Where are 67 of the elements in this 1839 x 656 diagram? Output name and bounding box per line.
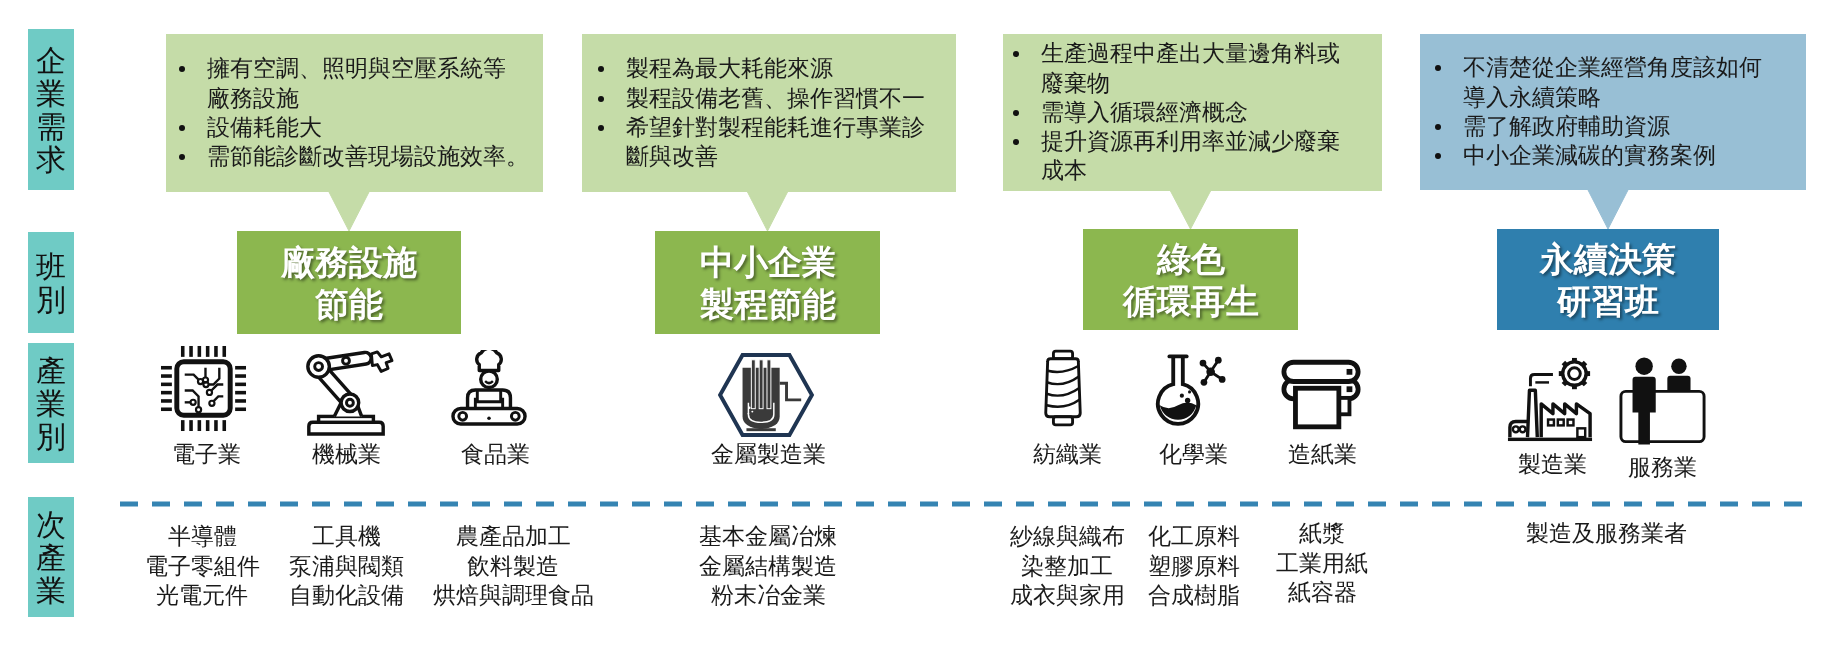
bullet-text: 需導入循環經濟概念 <box>1041 97 1249 127</box>
sub-industry-label: 染整加工 <box>1021 551 1113 580</box>
callout-pointer <box>1587 189 1629 230</box>
speech-bubble <box>1003 34 1382 191</box>
bullet-text: 製程設備老舊、操作習慣不一 <box>626 83 926 113</box>
row-header <box>28 497 74 617</box>
sub-industry-label: 塑膠原料 <box>1148 551 1240 580</box>
sub-industry-label: 光電元件 <box>156 580 248 610</box>
bullet-text: 製程為最大耗能來源 <box>626 54 834 84</box>
sub-industry-label: 泵浦與閥類 <box>288 551 404 580</box>
callout-pointer <box>1170 190 1211 230</box>
callout-pointer <box>747 191 788 232</box>
class-box <box>655 231 880 334</box>
bullet-text: 不清楚從企業經營角度該如何導入永續策略 <box>1463 53 1763 112</box>
row-header-text: 產業別 <box>36 353 66 453</box>
speech-bubble <box>582 34 956 192</box>
bullet-text: 提升資源再利用率並減少廢棄成本 <box>1041 127 1341 186</box>
industry-label: 造紙業 <box>1287 439 1357 469</box>
class-box <box>237 231 461 334</box>
sub-industry-label: 工具機 <box>311 521 381 551</box>
industry-label: 紡織業 <box>1032 439 1102 469</box>
row-header <box>28 232 74 333</box>
row-header <box>28 343 74 463</box>
industry-label: 服務業 <box>1627 452 1697 482</box>
sub-industry-label: 烘焙與調理食品 <box>432 580 594 610</box>
bullet-text: 生產過程中產出大量邊角料或廢棄物 <box>1041 39 1341 98</box>
industry-label: 機械業 <box>311 439 381 469</box>
sub-industry-label: 電子零組件 <box>144 551 260 580</box>
bullet-text: 希望針對製程能耗進行專業診斷與改善 <box>626 113 926 172</box>
sub-industry-label: 基本金屬冶煉 <box>699 521 837 551</box>
class-box <box>1497 229 1719 330</box>
sub-industry-label: 紗線與織布 <box>1009 521 1125 551</box>
industry-label: 化學業 <box>1158 439 1228 469</box>
row-header <box>28 29 74 190</box>
bullet-text: 需了解政府輔助資源 <box>1463 112 1671 141</box>
sub-industry-label: 農產品加工 <box>455 521 571 551</box>
sub-industry-label: 紙容器 <box>1287 577 1357 607</box>
row-header-text: 企業需求 <box>36 43 66 176</box>
speech-bubble <box>1420 34 1806 190</box>
class-title: 永續決策研習班 <box>1540 237 1676 322</box>
industry-label: 食品業 <box>460 439 530 469</box>
sub-industry-label: 飲料製造 <box>467 551 559 580</box>
bullet-text: 擁有空調、照明與空壓系統等廠務設施 <box>207 54 507 113</box>
bullet-text: 中小企業減碳的實務案例 <box>1463 141 1717 171</box>
sub-industry-label: 工業用紙 <box>1276 548 1368 577</box>
sub-industry-label: 合成樹脂 <box>1148 580 1240 610</box>
callout-pointer <box>328 191 370 232</box>
industry-label: 電子業 <box>171 439 241 469</box>
class-title: 中小企業製程節能 <box>699 240 836 325</box>
bullet-text: 設備耗能大 <box>207 113 323 142</box>
sub-industry-label: 金屬結構製造 <box>699 551 837 580</box>
sub-industry-label: 製造及服務業者 <box>1525 518 1687 548</box>
sub-industry-label: 半導體 <box>167 521 237 551</box>
industry-label: 金屬製造業 <box>710 439 826 469</box>
industry-label: 製造業 <box>1517 449 1587 479</box>
row-header-text: 班別 <box>36 249 66 316</box>
sub-industry-label: 自動化設備 <box>288 580 404 610</box>
speech-bubble <box>166 34 543 192</box>
sub-industry-label: 成衣與家用 <box>1009 580 1125 610</box>
sub-industry-label: 紙漿 <box>1299 518 1345 548</box>
class-title: 廠務設施節能 <box>281 240 417 325</box>
class-title: 綠色循環再生 <box>1122 237 1259 322</box>
row-header-text: 次產業 <box>36 507 66 607</box>
class-box <box>1083 229 1298 330</box>
bullet-text: 需節能診斷改善現場設施效率。 <box>207 142 529 172</box>
sub-industry-label: 化工原料 <box>1148 521 1240 551</box>
sub-industry-label: 粉末冶金業 <box>710 580 826 610</box>
